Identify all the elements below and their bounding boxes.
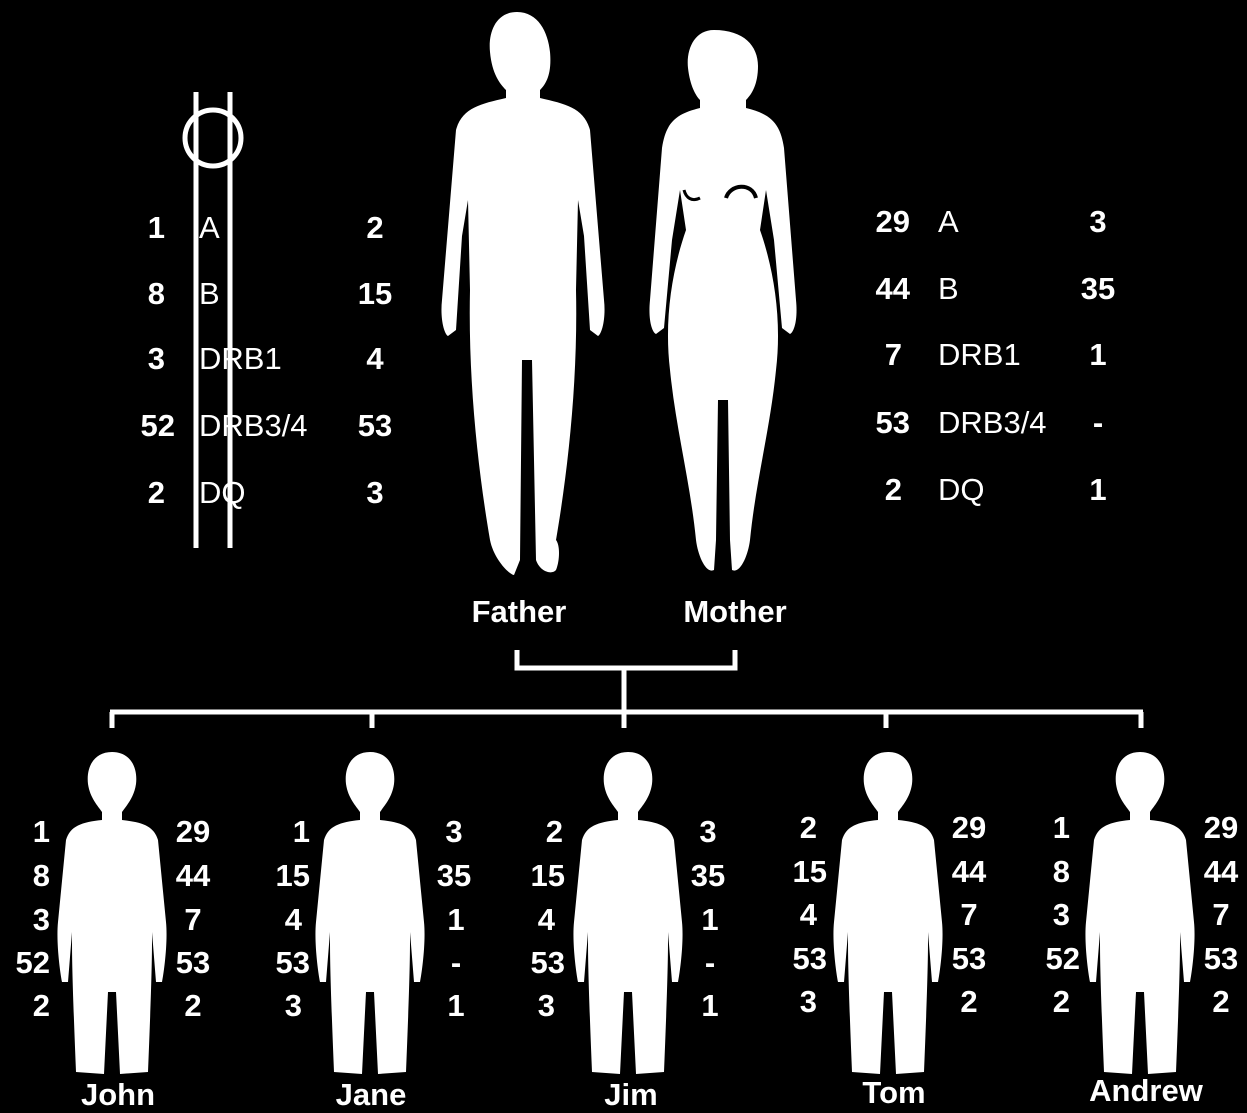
child-right-allele: 35 [691, 860, 725, 891]
locus-label: DRB3/4 [199, 410, 308, 441]
child-right-allele: - [705, 947, 715, 978]
locus-label: B [938, 273, 959, 304]
child-right-allele: 53 [952, 943, 986, 974]
child-right-allele: 29 [176, 816, 210, 847]
mother-left-allele: 29 [850, 206, 910, 237]
father-left-allele: 52 [110, 410, 175, 441]
child-silhouette-jane [315, 752, 424, 1074]
locus-label: A [199, 212, 220, 243]
child-left-allele: 3 [1020, 899, 1070, 930]
child-right-allele: 29 [1204, 812, 1238, 843]
child-left-allele: 2 [765, 812, 817, 843]
mother-left-allele: 44 [850, 273, 910, 304]
child-left-allele: 3 [0, 904, 50, 935]
child-left-allele: 2 [505, 816, 563, 847]
child-name: Andrew [1089, 1073, 1203, 1109]
child-left-allele: 4 [505, 904, 555, 935]
pedigree-lines [110, 650, 1143, 728]
child-name: Jane [336, 1077, 407, 1113]
mother-name: Mother [683, 594, 786, 630]
child-right-allele: 3 [445, 816, 462, 847]
mother-silhouette [649, 30, 796, 571]
mother-right-allele: 1 [1089, 474, 1106, 505]
mother-right-allele: 3 [1089, 206, 1106, 237]
child-right-allele: 35 [437, 860, 471, 891]
locus-label: DRB1 [199, 343, 282, 374]
child-left-allele: 53 [505, 947, 565, 978]
child-left-allele: 8 [0, 860, 50, 891]
mother-right-allele: 1 [1089, 339, 1106, 370]
child-left-allele: 3 [765, 986, 817, 1017]
child-left-allele: 15 [505, 860, 565, 891]
child-left-allele: 52 [1020, 943, 1080, 974]
father-right-allele: 15 [358, 278, 392, 309]
father-left-allele: 1 [110, 212, 165, 243]
father-left-allele: 8 [110, 278, 165, 309]
child-left-allele: 1 [250, 816, 310, 847]
locus-label: DRB1 [938, 339, 1021, 370]
father-silhouette [441, 12, 604, 575]
child-right-allele: 7 [1212, 899, 1229, 930]
child-right-allele: 1 [701, 904, 718, 935]
child-right-allele: 44 [1204, 856, 1238, 887]
child-left-allele: 1 [0, 816, 50, 847]
child-left-allele: 3 [250, 990, 302, 1021]
child-left-allele: 15 [250, 860, 310, 891]
child-silhouette-john [57, 752, 166, 1074]
child-right-allele: 53 [176, 947, 210, 978]
child-left-allele: 4 [765, 899, 817, 930]
child-left-allele: 52 [0, 947, 50, 978]
child-right-allele: 2 [960, 986, 977, 1017]
mother-left-allele: 7 [850, 339, 902, 370]
child-silhouette-andrew [1085, 752, 1194, 1074]
child-name: Jim [604, 1077, 657, 1113]
child-silhouette-tom [833, 752, 942, 1074]
child-right-allele: 3 [699, 816, 716, 847]
child-right-allele: 44 [952, 856, 986, 887]
locus-label: DRB3/4 [938, 407, 1047, 438]
child-right-allele: 29 [952, 812, 986, 843]
child-left-allele: 3 [505, 990, 555, 1021]
child-left-allele: 15 [765, 856, 827, 887]
child-right-allele: 2 [1212, 986, 1229, 1017]
father-right-allele: 3 [366, 477, 383, 508]
child-left-allele: 4 [250, 904, 302, 935]
child-right-allele: 1 [447, 904, 464, 935]
locus-label: DQ [938, 474, 985, 505]
mother-left-allele: 2 [850, 474, 902, 505]
father-right-allele: 2 [366, 212, 383, 243]
locus-label: DQ [199, 477, 246, 508]
locus-label: B [199, 278, 220, 309]
father-right-allele: 4 [366, 343, 383, 374]
child-right-allele: 53 [1204, 943, 1238, 974]
child-right-allele: 1 [701, 990, 718, 1021]
child-left-allele: 1 [1020, 812, 1070, 843]
child-right-allele: - [451, 947, 461, 978]
child-name: John [81, 1077, 155, 1113]
mother-left-allele: 53 [850, 407, 910, 438]
father-right-allele: 53 [358, 410, 392, 441]
child-right-allele: 2 [184, 990, 201, 1021]
child-left-allele: 8 [1020, 856, 1070, 887]
child-name: Tom [862, 1075, 925, 1111]
child-left-allele: 53 [250, 947, 310, 978]
locus-label: A [938, 206, 959, 237]
child-right-allele: 7 [184, 904, 201, 935]
mother-right-allele: 35 [1081, 273, 1115, 304]
father-name: Father [472, 594, 567, 630]
mother-right-allele: - [1093, 407, 1103, 438]
child-right-allele: 1 [447, 990, 464, 1021]
child-right-allele: 7 [960, 899, 977, 930]
child-right-allele: 44 [176, 860, 210, 891]
child-left-allele: 53 [765, 943, 827, 974]
child-silhouette-jim [573, 752, 682, 1074]
child-left-allele: 2 [1020, 986, 1070, 1017]
father-left-allele: 2 [110, 477, 165, 508]
father-left-allele: 3 [110, 343, 165, 374]
child-left-allele: 2 [0, 990, 50, 1021]
